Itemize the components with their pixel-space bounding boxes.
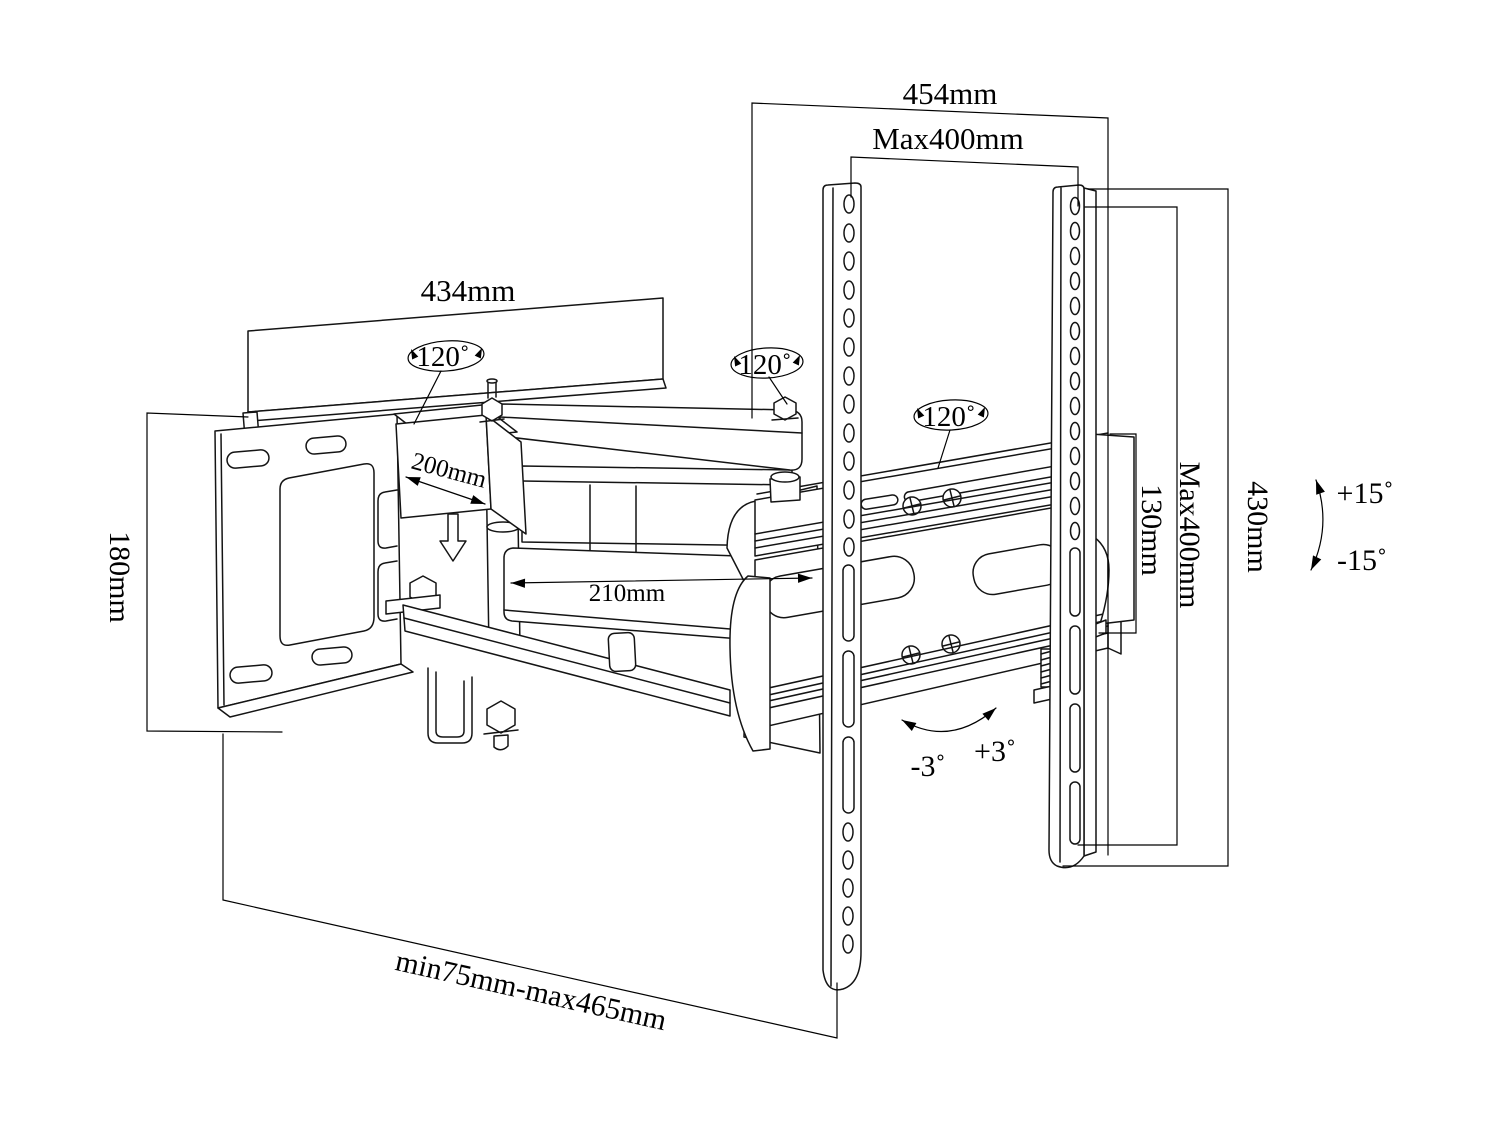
dim-210-line <box>510 577 813 584</box>
dim-130-label: 130mm <box>1135 484 1168 576</box>
main-arm <box>503 547 767 642</box>
roll-left-label: -3˚ <box>911 750 946 783</box>
lower-nut <box>486 700 516 734</box>
swivel-ellipse-elbow <box>730 347 804 379</box>
mount-slot <box>305 435 347 455</box>
dim-max400-top-label: Max400mm <box>872 121 1024 156</box>
swivel-ellipse-tv <box>913 399 989 431</box>
tilt-down-label: -15˚ <box>1337 544 1387 577</box>
leader-swivel-tv <box>937 429 951 469</box>
mount-slot <box>229 664 273 684</box>
arm-tab <box>607 631 637 673</box>
dim-180-label: 180mm <box>103 531 136 623</box>
dim-430-label: 430mm <box>1241 481 1274 573</box>
swivel-ellipse-wall <box>407 340 485 372</box>
top-pivot-block <box>393 378 527 535</box>
swivel-tv-label: 120˚ <box>922 401 975 433</box>
arm-end-cap <box>729 575 771 752</box>
wall-plate <box>214 413 414 718</box>
mount-slot <box>226 449 270 469</box>
lower-tier-arm <box>402 604 731 717</box>
dim-454-bracket <box>751 102 1109 856</box>
dim-max400-right-bracket <box>1077 206 1178 846</box>
leader-swivel-wall <box>413 370 442 425</box>
dim-430-bracket <box>1062 188 1229 867</box>
left-rail-holes <box>842 194 855 954</box>
dim-max400-right-label: Max400mm <box>1173 462 1206 609</box>
upper-arm <box>499 396 803 471</box>
tilt-up-label: +15˚ <box>1337 477 1394 510</box>
dim-434-label: 434mm <box>421 273 516 308</box>
plate-cutout <box>279 462 375 647</box>
top-bolt <box>481 397 503 422</box>
dim-180-bracket <box>146 412 283 733</box>
dim-454-label: 454mm <box>903 76 998 111</box>
left-vesa-rail <box>822 182 862 991</box>
mount-slot <box>311 646 353 666</box>
dim-130-bracket <box>1098 433 1137 634</box>
elbow-bolt <box>773 396 797 421</box>
elbow-pivot-post <box>769 471 801 503</box>
lower-hinge-hardware <box>427 667 519 751</box>
right-rail-holes <box>1069 196 1081 845</box>
right-vesa-rail <box>1048 184 1097 869</box>
roll-arc <box>901 707 997 733</box>
swivel-wall-label: 120˚ <box>416 341 469 373</box>
down-arrow-icon <box>439 513 467 562</box>
swivel-elbow-label: 120˚ <box>738 349 791 381</box>
mount-assembly <box>214 182 1135 991</box>
dim-extension-bracket <box>222 733 838 1039</box>
roll-right-label: +3˚ <box>974 735 1016 768</box>
dim-max400-top-bracket <box>850 156 1079 207</box>
top-cover-plate <box>242 297 667 444</box>
dim-210-label: 210mm <box>589 580 666 607</box>
leader-swivel-elbow <box>768 376 788 405</box>
